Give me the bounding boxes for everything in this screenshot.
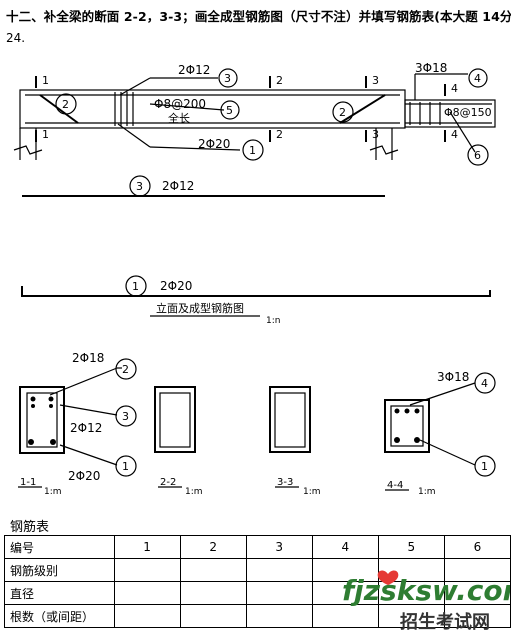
table-col-3: 3	[245, 535, 313, 559]
bar3-label: 2Φ12	[162, 179, 194, 193]
callout-3: 3	[224, 72, 231, 85]
s1-top-label: 2Φ18	[72, 351, 104, 365]
watermark-slogan: 招生考试网	[400, 611, 490, 633]
section-mark-2-top: 2	[276, 74, 283, 87]
s1-bottom-label: 2Φ20	[68, 469, 100, 483]
table-col-4: 4	[311, 535, 379, 559]
row-label-diameter: 直径	[4, 581, 115, 605]
callout-6: 6	[474, 149, 481, 162]
label-stirrup-note: 全长	[168, 111, 190, 125]
s3-name: 3-3	[277, 477, 293, 488]
callout-bent-right: 2	[339, 106, 346, 119]
section-3-3	[269, 386, 311, 453]
s2-scale: 1:m	[185, 487, 203, 497]
s4-name: 4-4	[387, 480, 403, 491]
table-header-row: 编号 1 2 3 4 5 6	[4, 535, 511, 559]
question-number: 24.	[6, 31, 26, 45]
s4-bottom-id: 1	[481, 460, 488, 473]
section-2-2	[154, 386, 196, 453]
beam-cantilever	[404, 99, 496, 128]
section-mark-1-top: 1	[42, 74, 49, 87]
table-col-6: 6	[443, 535, 511, 559]
s3-scale: 1:m	[303, 487, 321, 497]
table-row: 钢筋级别	[4, 558, 511, 582]
section-mark-3-bottom: 3	[372, 128, 379, 141]
section-1-1	[19, 386, 65, 454]
label-top-right-rebar: 3Φ18	[415, 61, 447, 75]
callout-bent-left: 2	[62, 98, 69, 111]
s4-scale: 1:m	[418, 487, 436, 497]
callout-5: 5	[226, 104, 233, 117]
s4-top-label: 3Φ18	[437, 370, 469, 384]
callout-1: 1	[249, 144, 256, 157]
label-stirrup-right: Φ8@150	[444, 106, 492, 119]
table-row: 根数（或间距）	[4, 604, 511, 628]
bar1-label: 2Φ20	[160, 279, 192, 293]
table-col-2: 2	[179, 535, 247, 559]
rebar-table: 编号 1 2 3 4 5 6 钢筋级别 直径 根数（或间距）	[4, 535, 511, 628]
section-4-4	[384, 399, 430, 453]
section-mark-1-bottom: 1	[42, 128, 49, 141]
drawing-scale: 1:n	[266, 316, 280, 326]
section-mark-4-bottom: 4	[451, 128, 458, 141]
section-mark-3-top: 3	[372, 74, 379, 87]
label-top-rebar: 2Φ12	[178, 63, 210, 77]
s4-top-id: 4	[481, 377, 488, 390]
s1-mid-label: 2Φ12	[70, 421, 102, 435]
row-label-count: 根数（或间距）	[4, 604, 115, 628]
s1-mid-id: 3	[122, 410, 129, 423]
label-stirrup: Φ8@200	[154, 97, 206, 111]
callout-4: 4	[474, 72, 481, 85]
s1-top-id: 2	[122, 363, 129, 376]
section-mark-4-top: 4	[451, 82, 458, 95]
table-col-5: 5	[377, 535, 445, 559]
watermark-site: fjzsksw.com	[342, 574, 510, 607]
table-col-1: 1	[113, 535, 181, 559]
bar3-id: 3	[136, 180, 143, 193]
s1-scale: 1:m	[44, 487, 62, 497]
watermark-logo: fjzsksw.com 招生考试网	[342, 570, 510, 633]
table-title: 钢筋表	[10, 520, 50, 535]
question-title: 十二、补全梁的断面 2-2，3-3；画全成型钢筋图（尺寸不注）并填写钢筋表(本大…	[6, 9, 511, 24]
drawing-caption: 立面及成型钢筋图	[156, 301, 244, 315]
section-mark-2-bottom: 2	[276, 128, 283, 141]
s2-name: 2-2	[160, 477, 176, 488]
s1-bottom-id: 1	[122, 460, 129, 473]
row-label-grade: 钢筋级别	[4, 558, 115, 582]
s1-name: 1-1	[20, 477, 36, 488]
bar1-id: 1	[132, 280, 139, 293]
table-header-label: 编号	[4, 535, 115, 559]
label-bottom-rebar: 2Φ20	[198, 137, 230, 151]
